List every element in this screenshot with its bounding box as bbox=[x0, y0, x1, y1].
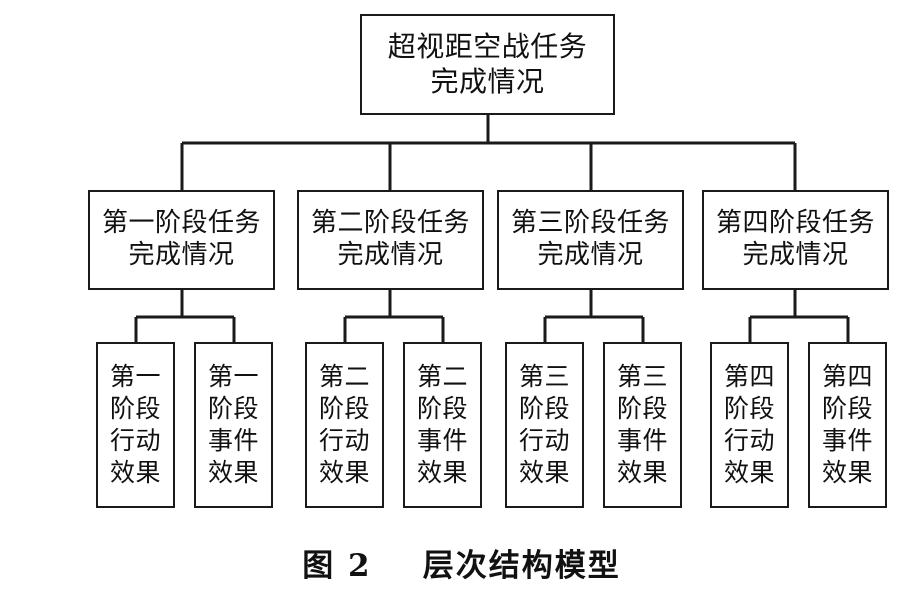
node-stage-4-label: 第四阶段任务 完成情况 bbox=[715, 208, 875, 270]
node-stage-2: 第二阶段任务 完成情况 bbox=[297, 190, 484, 290]
node-leaf-3-action-label: 第三 阶段 行动 效果 bbox=[518, 362, 570, 487]
node-root-label: 超视距空战任务 完成情况 bbox=[387, 30, 588, 98]
node-root: 超视距空战任务 完成情况 bbox=[360, 14, 615, 115]
node-leaf-3-action: 第三 阶段 行动 效果 bbox=[505, 342, 584, 508]
node-leaf-1-event: 第一 阶段 事件 效果 bbox=[194, 342, 273, 508]
node-leaf-4-event-label: 第四 阶段 事件 效果 bbox=[821, 362, 873, 487]
node-leaf-1-event-label: 第一 阶段 事件 效果 bbox=[207, 362, 259, 487]
node-leaf-2-action: 第二 阶段 行动 效果 bbox=[305, 342, 384, 508]
figure-caption: 图 2 层次结构模型 bbox=[302, 548, 621, 584]
node-stage-3-label: 第三阶段任务 完成情况 bbox=[510, 208, 670, 270]
node-leaf-2-event: 第二 阶段 事件 效果 bbox=[403, 342, 482, 508]
node-leaf-1-action-label: 第一 阶段 行动 效果 bbox=[109, 362, 161, 487]
node-leaf-3-event: 第三 阶段 事件 效果 bbox=[603, 342, 682, 508]
node-stage-1: 第一阶段任务 完成情况 bbox=[88, 190, 275, 290]
node-stage-2-label: 第二阶段任务 完成情况 bbox=[310, 208, 470, 270]
node-leaf-4-action-label: 第四 阶段 行动 效果 bbox=[723, 362, 775, 487]
node-leaf-4-action: 第四 阶段 行动 效果 bbox=[710, 342, 789, 508]
node-leaf-1-action: 第一 阶段 行动 效果 bbox=[96, 342, 175, 508]
node-stage-4: 第四阶段任务 完成情况 bbox=[702, 190, 889, 290]
node-leaf-3-event-label: 第三 阶段 事件 效果 bbox=[616, 362, 668, 487]
node-leaf-2-action-label: 第二 阶段 行动 效果 bbox=[318, 362, 370, 487]
node-leaf-2-event-label: 第二 阶段 事件 效果 bbox=[416, 362, 468, 487]
node-stage-1-label: 第一阶段任务 完成情况 bbox=[101, 208, 261, 270]
node-leaf-4-event: 第四 阶段 事件 效果 bbox=[808, 342, 887, 508]
node-stage-3: 第三阶段任务 完成情况 bbox=[497, 190, 684, 290]
